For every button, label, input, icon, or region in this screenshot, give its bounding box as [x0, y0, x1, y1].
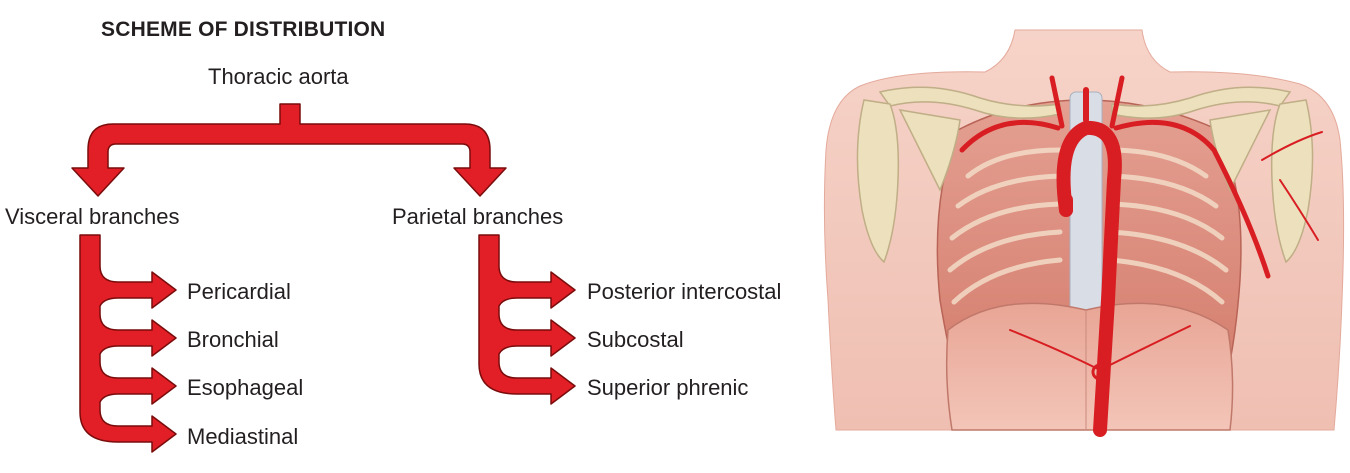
- diaphragm: [945, 302, 1234, 431]
- parietal-branches-label: Parietal branches: [392, 204, 564, 229]
- visceral-branch-arrows: [79, 234, 177, 453]
- shoulder-bones: [856, 86, 1314, 264]
- visceral-item-bronchial: Bronchial: [187, 327, 279, 352]
- parietal-item-superior-phrenic: Superior phrenic: [587, 375, 749, 400]
- thoracic-aorta: [959, 75, 1323, 437]
- visceral-branches-label: Visceral branches: [5, 204, 180, 229]
- ribs: [947, 147, 1229, 305]
- parietal-item-subcostal: Subcostal: [587, 327, 684, 352]
- split-arrow: [71, 103, 507, 197]
- visceral-item-mediastinal: Mediastinal: [187, 424, 299, 449]
- visceral-item-esophageal: Esophageal: [187, 375, 304, 400]
- root-label: Thoracic aorta: [208, 64, 349, 89]
- visceral-item-pericardial: Pericardial: [187, 279, 291, 304]
- diagram-title: SCHEME OF DISTRIBUTION: [101, 18, 386, 41]
- parietal-branch-arrows: [478, 234, 576, 405]
- parietal-item-posterior-intercostal: Posterior intercostal: [587, 279, 782, 304]
